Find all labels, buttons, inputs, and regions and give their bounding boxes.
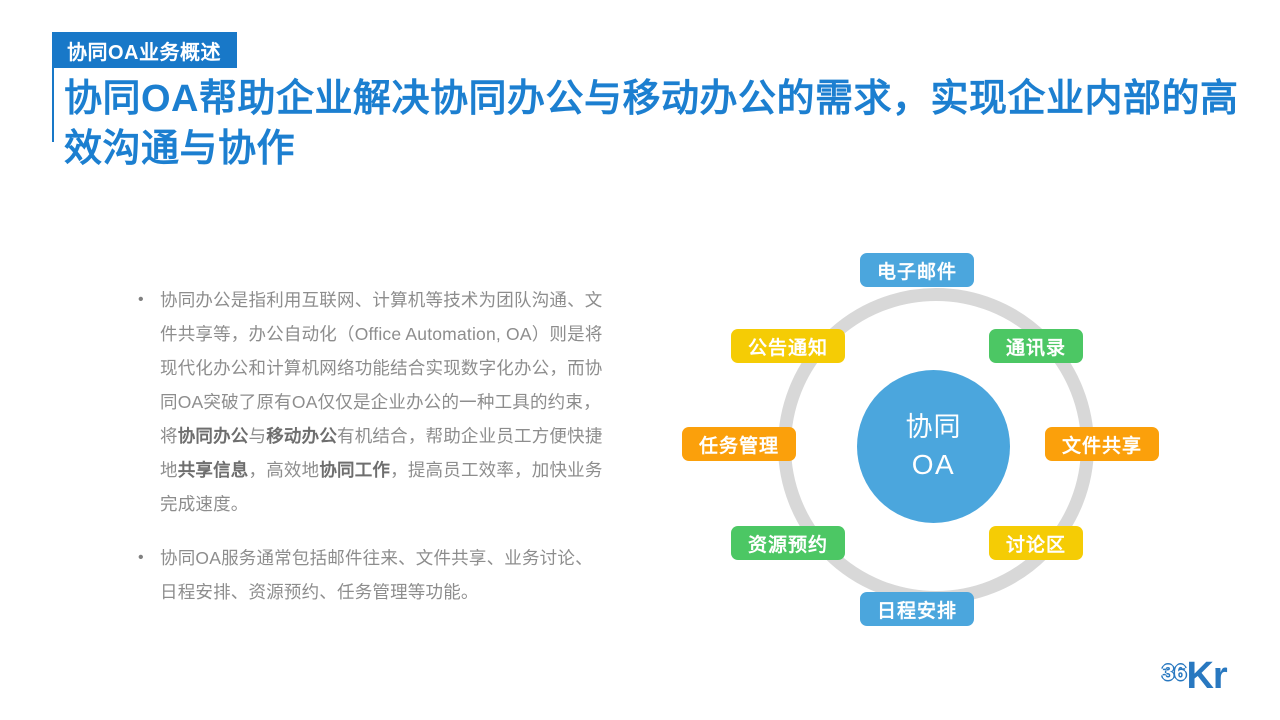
emphasised-text: 移动办公 [266,426,338,446]
logo-wordmark-kr: Kr [1186,655,1227,697]
diagram-tag-left[interactable]: 任务管理 [682,427,797,461]
hub-label-line2: OA [911,448,956,480]
diagram-tag-top[interactable]: 电子邮件 [860,253,975,287]
page-title: 协同OA帮助企业解决协同办公与移动办公的需求，实现企业内部的高效沟通与协作 [64,78,1239,171]
body-text-run: 协同OA服务通常包括邮件往来、文件共享、业务讨论、日程安排、资源预约、任务管理等… [160,548,593,602]
body-text-run: 协同办公是指利用互联网、计算机等技术为团队沟通、文件共享等，办公自动化（Offi… [160,290,603,446]
body-text-column: • 协同办公是指利用互联网、计算机等技术为团队沟通、文件共享等，办公自动化（Of… [134,283,604,629]
body-text-run: 与 [248,426,267,446]
section-badge: 协同OA业务概述 [53,32,237,68]
bullet-paragraph-1: 协同办公是指利用互联网、计算机等技术为团队沟通、文件共享等，办公自动化（Offi… [160,283,604,521]
body-text-run: 有机结合，帮助企业员工方便快捷地 [160,426,603,480]
diagram-tag-upper-left[interactable]: 公告通知 [731,329,846,363]
emphasised-text: 共享信息 [177,460,249,480]
diagram-tag-lower-left[interactable]: 资源预约 [731,526,846,560]
diagram-tag-lower-right[interactable]: 讨论区 [989,526,1084,560]
brand-logo: 36 Kr [1162,655,1228,697]
bullet-paragraph-2: 协同OA服务通常包括邮件往来、文件共享、业务讨论、日程安排、资源预约、任务管理等… [160,541,604,609]
body-text-run: ，高效地 [248,460,320,480]
header-accent-bar [52,32,54,142]
diagram-tag-bottom[interactable]: 日程安排 [860,592,975,626]
diagram-hub: 协同 OA [857,370,1010,523]
body-text-run: ，提高员工效率，加快业务完成速度。 [160,460,603,514]
list-item: • 协同办公是指利用互联网、计算机等技术为团队沟通、文件共享等，办公自动化（Of… [134,283,604,521]
section-badge-label: 协同OA业务概述 [67,41,221,64]
emphasised-text: 协同办公 [177,426,249,446]
logo-mark-36: 36 [1162,660,1187,686]
diagram-tag-right[interactable]: 文件共享 [1045,427,1160,461]
bullet-marker-icon: • [138,291,144,308]
emphasised-text: 协同工作 [319,460,391,480]
oa-circle-diagram: 协同 OA 电子邮件通讯录文件共享讨论区日程安排资源预约 任务管理 公告通知 [682,230,1210,650]
hub-label-line1: 协同 [905,412,962,443]
list-item: • 协同OA服务通常包括邮件往来、文件共享、业务讨论、日程安排、资源预约、任务管… [134,541,604,609]
bullet-marker-icon: • [138,549,144,566]
diagram-tag-upper-right[interactable]: 通讯录 [989,329,1084,363]
